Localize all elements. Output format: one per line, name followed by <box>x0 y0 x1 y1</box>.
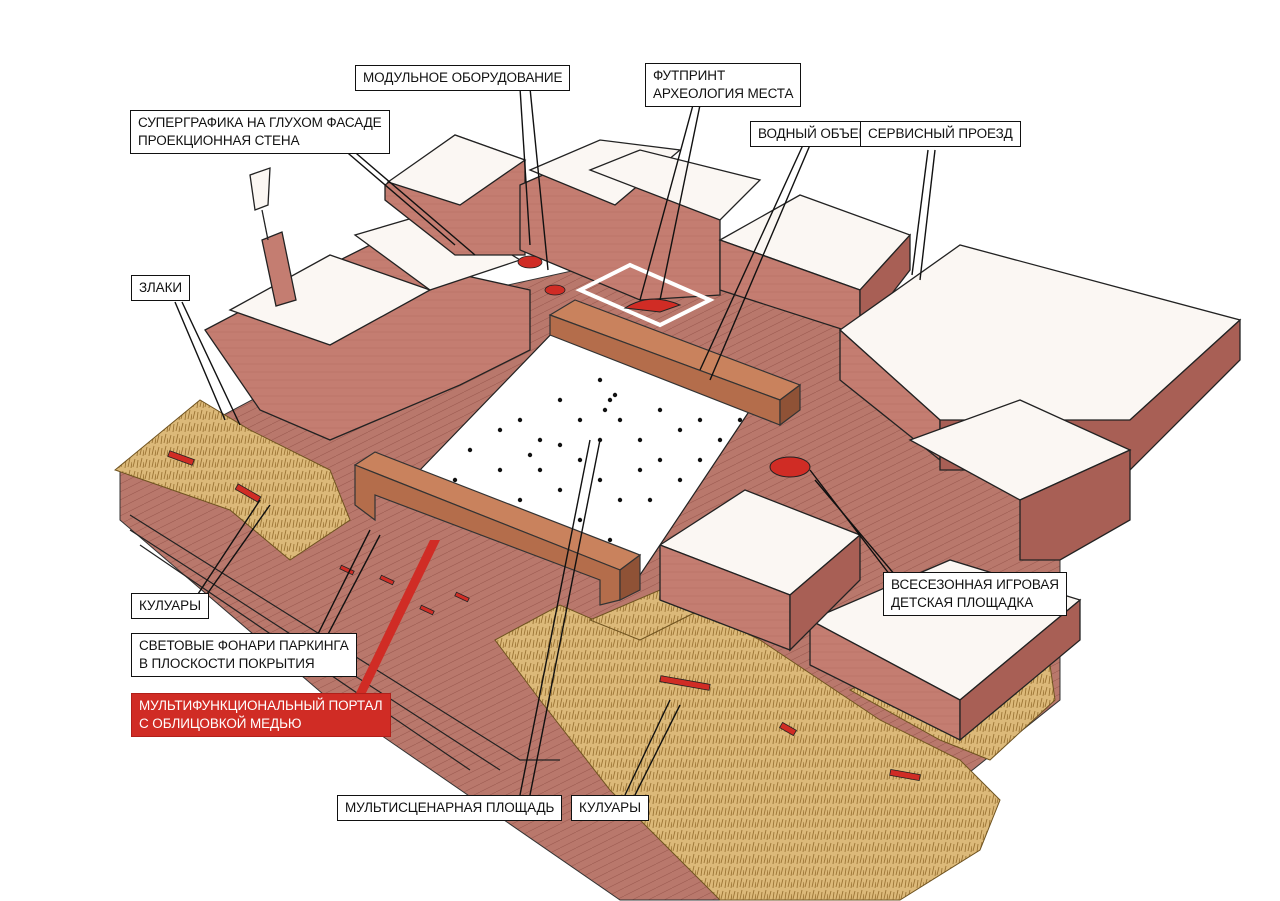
left-building <box>204 167 531 441</box>
middle-building <box>658 489 862 652</box>
leader-lines <box>174 87 936 796</box>
label-text: ФУТПРИНТ <box>653 68 726 83</box>
label-text: МУЛЬТИФУНКЦИОНАЛЬНЫЙ ПОРТАЛ <box>139 698 383 713</box>
label-text: СЕРВИСНЫЙ ПРОЕЗД <box>868 126 1013 141</box>
label-multistage-square: МУЛЬТИСЦЕНАРНАЯ ПЛОЩАДЬ <box>337 795 563 821</box>
footprint-outline <box>575 262 715 328</box>
label-text: ВСЕСЕЗОННАЯ ИГРОВАЯ <box>891 577 1059 592</box>
modular-equipment <box>517 255 566 296</box>
label-wings-left: КУЛУАРЫ <box>131 593 209 619</box>
back-buildings <box>384 134 912 337</box>
playground-disk <box>769 456 811 478</box>
label-skylights: СВЕТОВЫЕ ФОНАРИ ПАРКИНГА В ПЛОСКОСТИ ПОК… <box>131 633 357 677</box>
label-text: ВОДНЫЙ ОБЪЕКТ <box>758 126 875 141</box>
copper-portals <box>353 299 802 606</box>
label-modular-equipment: МОДУЛЬНОЕ ОБОРУДОВАНИЕ <box>355 65 571 91</box>
label-text: ДЕТСКАЯ ПЛОЩАДКА <box>891 595 1034 610</box>
red-benches <box>167 450 921 782</box>
label-text: СУПЕРГРАФИКА НА ГЛУХОМ ФАСАДЕ <box>138 115 382 130</box>
portal-leader <box>355 540 440 695</box>
label-text: АРХЕОЛОГИЯ МЕСТА <box>653 86 794 101</box>
label-text: С ОБЛИЦОВКОЙ МЕДЬЮ <box>139 716 302 731</box>
label-supergraphics: СУПЕРГРАФИКА НА ГЛУХОМ ФАСАДЕ ПРОЕКЦИОНН… <box>130 110 390 154</box>
label-text: СВЕТОВЫЕ ФОНАРИ ПАРКИНГА <box>139 638 349 653</box>
label-service-drive: СЕРВИСНЫЙ ПРОЕЗД <box>860 121 1021 147</box>
central-square <box>418 324 761 576</box>
label-portal: МУЛЬТИФУНКЦИОНАЛЬНЫЙ ПОРТАЛ С ОБЛИЦОВКОЙ… <box>131 693 391 737</box>
label-grasses: ЗЛАКИ <box>131 275 190 301</box>
label-text: В ПЛОСКОСТИ ПОКРЫТИЯ <box>139 656 315 671</box>
label-text: МОДУЛЬНОЕ ОБОРУДОВАНИЕ <box>363 70 563 85</box>
right-building <box>808 244 1242 742</box>
crowd <box>452 377 743 543</box>
label-playground: ВСЕСЕЗОННАЯ ИГРОВАЯ ДЕТСКАЯ ПЛОЩАДКА <box>883 572 1067 616</box>
label-text: ЗЛАКИ <box>139 280 182 295</box>
label-text: КУЛУАРЫ <box>139 598 201 613</box>
label-water-feature: ВОДНЫЙ ОБЪЕКТ <box>750 121 883 147</box>
label-text: КУЛУАРЫ <box>579 800 641 815</box>
label-text: ПРОЕКЦИОННАЯ СТЕНА <box>138 133 300 148</box>
footprint-mark <box>623 298 682 313</box>
label-text: МУЛЬТИСЦЕНАРНАЯ ПЛОЩАДЬ <box>345 800 555 815</box>
label-footprint: ФУТПРИНТ АРХЕОЛОГИЯ МЕСТА <box>645 63 802 107</box>
label-wings-bottom: КУЛУАРЫ <box>571 795 649 821</box>
